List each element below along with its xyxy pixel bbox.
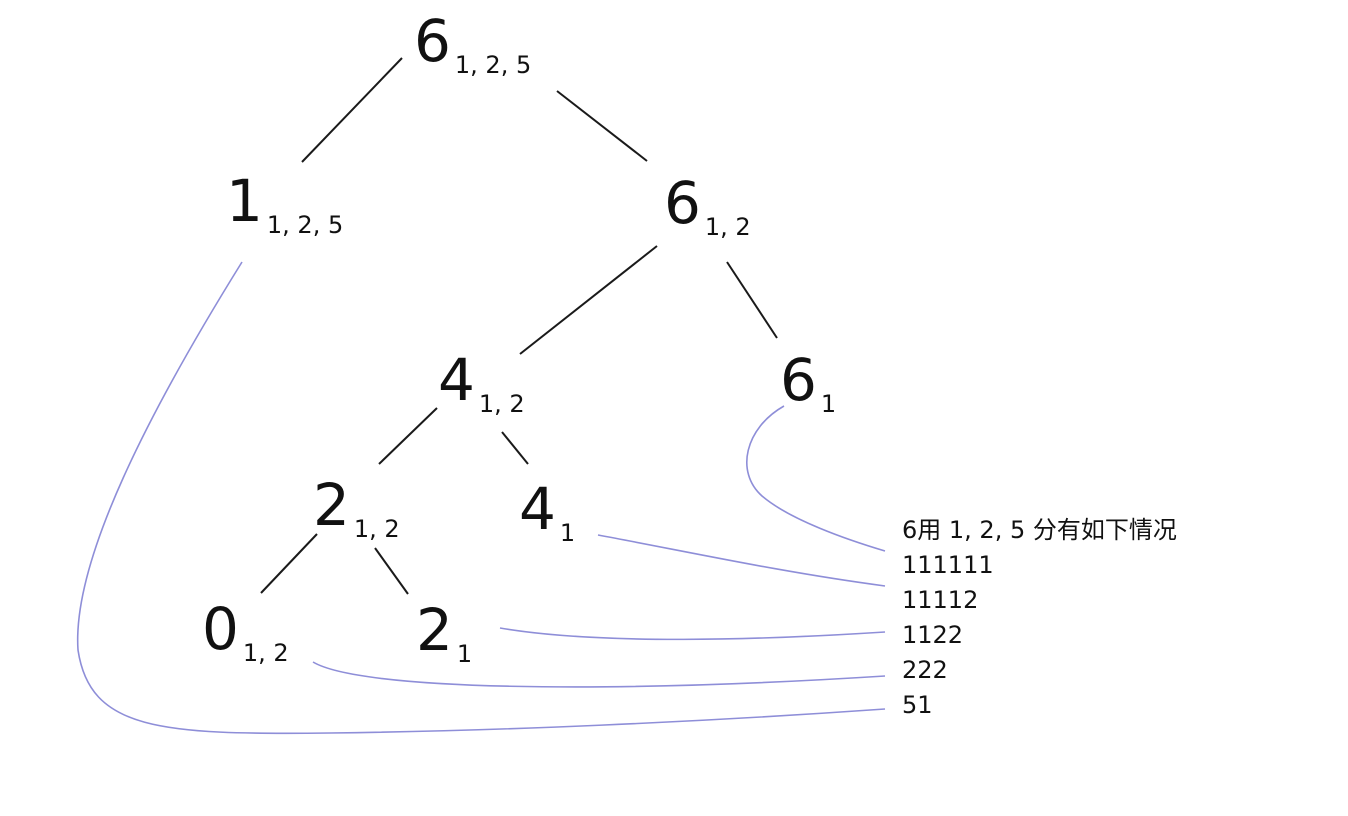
node-value: 6 <box>414 7 451 75</box>
node-value: 2 <box>416 596 453 664</box>
legend-item: 222 <box>902 656 948 684</box>
node-coins: 1 <box>456 640 473 668</box>
node-coins: 1, 2, 5 <box>454 51 532 79</box>
node-value: 2 <box>313 471 350 539</box>
edge-6-to-6 <box>726 261 778 339</box>
connector-2-1-to-1122 <box>499 627 886 641</box>
connector-4-1-to-11112 <box>597 534 886 587</box>
legend-item: 111111 <box>902 551 994 579</box>
node-coins: 1, 2 <box>704 213 751 241</box>
edge-4-to-2 <box>378 407 438 465</box>
node-coins: 1, 2, 5 <box>266 211 344 239</box>
node-value: 4 <box>438 346 475 414</box>
edge-4-to-4 <box>501 431 529 465</box>
legend-connectors <box>76 261 886 735</box>
edge-6-to-4 <box>519 245 658 355</box>
edge-root-to-1 <box>301 57 403 163</box>
node-coins: 1, 2 <box>478 390 525 418</box>
legend-item: 51 <box>902 691 933 719</box>
edge-root-to-6 <box>556 90 648 162</box>
connector-1-to-51 <box>76 261 886 735</box>
node-value: 4 <box>519 475 556 543</box>
edge-2-to-2 <box>374 547 409 595</box>
connector-6-1-to-111111 <box>746 405 886 552</box>
node-coins: 1, 2 <box>242 639 289 667</box>
connector-0-to-222 <box>312 661 886 688</box>
node-coins: 1 <box>820 390 837 418</box>
combinations-legend: 6用 1, 2, 5 分有如下情况 111111 11112 1122 222 … <box>902 512 1177 723</box>
node-value: 0 <box>202 595 239 663</box>
legend-item: 1122 <box>902 621 964 649</box>
legend-title: 6用 1, 2, 5 分有如下情况 <box>902 516 1177 544</box>
node-value: 1 <box>226 167 263 235</box>
node-value: 6 <box>780 346 817 414</box>
node-coins: 1, 2 <box>353 515 400 543</box>
tree-edges <box>260 57 778 595</box>
node-coins: 1 <box>559 519 576 547</box>
node-value: 6 <box>664 169 701 237</box>
edge-2-to-0 <box>260 533 318 594</box>
legend-item: 11112 <box>902 586 979 614</box>
